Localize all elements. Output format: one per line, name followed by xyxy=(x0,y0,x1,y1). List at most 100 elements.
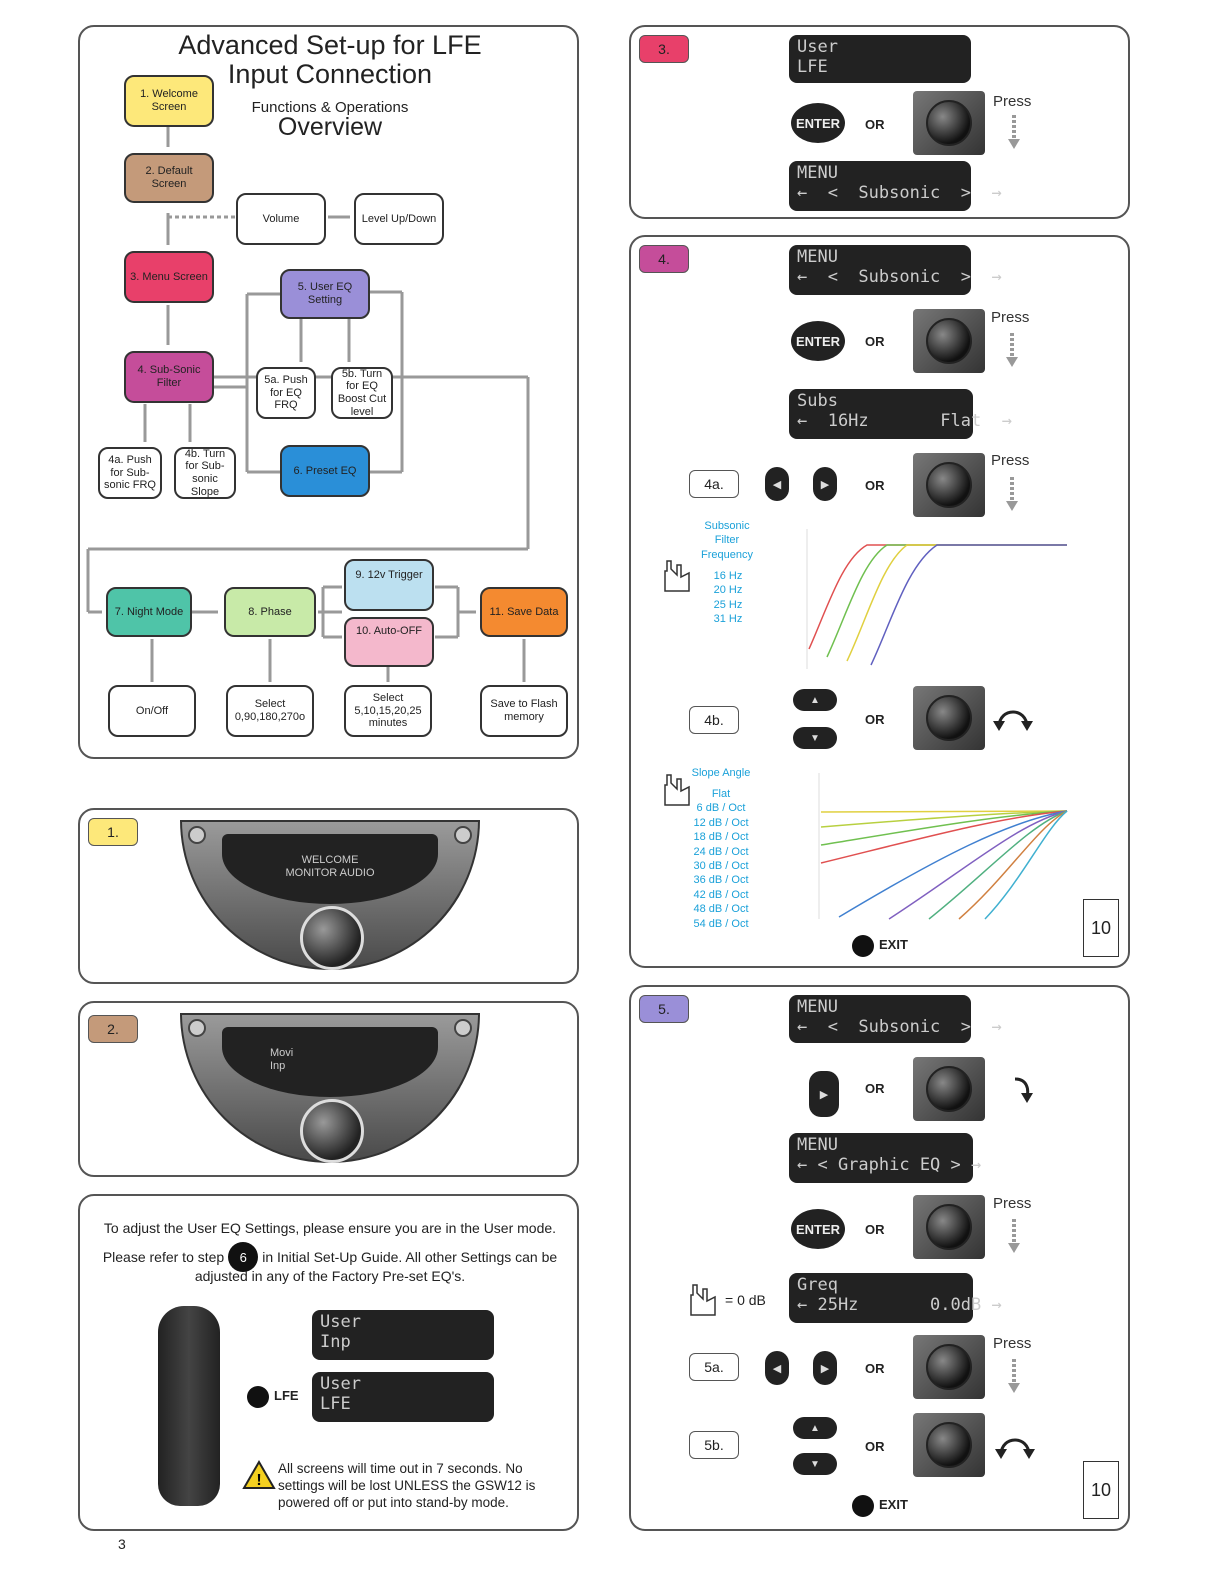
step4b-tag: 4b. xyxy=(689,706,739,734)
rotary-knob-icon[interactable] xyxy=(913,453,985,517)
step1-screen: WELCOME MONITOR AUDIO xyxy=(222,834,438,904)
rotary-knob-icon[interactable] xyxy=(913,686,985,750)
enter-button[interactable]: ENTER xyxy=(791,321,845,361)
exit-label: EXIT xyxy=(879,1497,908,1512)
left-arrow-button[interactable]: ◀ xyxy=(765,467,789,501)
info-line2: Please refer to step 6 in Initial Set-Up… xyxy=(80,1242,580,1272)
right-arrow-button[interactable]: ▶ xyxy=(813,467,837,501)
down-arrow-button[interactable]: ▼ xyxy=(793,1453,837,1475)
step5a-tag: 5a. xyxy=(689,1353,739,1381)
or-label: OR xyxy=(865,334,885,349)
rotary-knob-icon[interactable] xyxy=(913,1195,985,1259)
subsonic-filter-title: Subsonic Filter Frequency xyxy=(701,520,753,561)
step5-panel: 5. MENU ← < Subsonic > → ▶ OR MENU ← < G… xyxy=(629,985,1130,1531)
screw-icon xyxy=(188,1019,206,1037)
box-user-eq: 5. User EQ Setting xyxy=(280,269,370,319)
rotary-knob-icon[interactable] xyxy=(913,91,985,155)
rotary-knob-icon[interactable] xyxy=(913,1413,985,1477)
box-turn-eq-boost: 5b. Turn for EQ Boost Cut level xyxy=(331,367,393,419)
overview-panel: Advanced Set-up for LFE Input Connection… xyxy=(78,25,579,759)
enter-button[interactable]: ENTER xyxy=(791,103,845,143)
press-label: Press xyxy=(993,93,1032,110)
press-down-arrow-icon xyxy=(1006,477,1018,511)
step3-lcd-menu: MENU ← < Subsonic > → xyxy=(789,161,1002,211)
factory-icon xyxy=(690,1284,716,1316)
left-arrow-button[interactable]: ◀ xyxy=(765,1351,789,1385)
volume-knob[interactable] xyxy=(300,906,364,970)
step3-panel: 3. User LFE ENTER OR Press MENU ← < Subs… xyxy=(629,25,1130,219)
box-phase: 8. Phase xyxy=(224,587,316,637)
exit-button-icon[interactable] xyxy=(852,935,874,957)
exit-button-icon[interactable] xyxy=(852,1495,874,1517)
info-lcd-user-inp: User Inp xyxy=(312,1310,494,1360)
step4-panel: 4. MENU ← < Subsonic > → ENTER OR Press … xyxy=(629,235,1130,968)
step1-device: WELCOME MONITOR AUDIO xyxy=(180,820,480,970)
or-label: OR xyxy=(865,1439,885,1454)
up-arrow-button[interactable]: ▲ xyxy=(793,689,837,711)
factory-icon xyxy=(664,560,690,592)
info-panel: To adjust the User EQ Settings, please e… xyxy=(78,1194,579,1531)
slope-angle-title: Slope Angle xyxy=(691,767,751,779)
step1-panel: 1. WELCOME MONITOR AUDIO xyxy=(78,808,579,984)
box-select-minutes: Select 5,10,15,20,25 minutes xyxy=(344,685,432,737)
press-down-arrow-icon xyxy=(1008,1359,1020,1393)
box-turn-subsonic-slope: 4b. Turn for Sub-sonic Slope xyxy=(174,447,236,499)
box-level: Level Up/Down xyxy=(354,193,444,245)
or-label: OR xyxy=(865,712,885,727)
freq-legend: 16 Hz 20 Hz 25 Hz 31 Hz xyxy=(713,570,743,626)
warning-icon: ! xyxy=(242,1459,276,1489)
rotate-arrow-icon xyxy=(993,710,1033,731)
remote-control xyxy=(158,1306,220,1506)
press-label: Press xyxy=(991,309,1030,326)
step2-panel: 2. Movi Inp xyxy=(78,1001,579,1177)
right-arrow-button[interactable]: ▶ xyxy=(813,1351,837,1385)
info-line3: adjusted in any of the Factory Pre-set E… xyxy=(194,1268,466,1284)
step2-screen: Movi Inp xyxy=(222,1027,438,1097)
box-select-phase: Select 0,90,180,270o xyxy=(226,685,314,737)
screw-icon xyxy=(188,826,206,844)
box-menu-screen: 3. Menu Screen xyxy=(124,251,214,303)
rotary-knob-icon[interactable] xyxy=(913,1057,985,1121)
info-lcd-user-lfe: User LFE xyxy=(312,1372,494,1422)
step3-tag: 3. xyxy=(639,35,689,63)
page-number: 3 xyxy=(118,1536,126,1552)
press-down-arrow-icon xyxy=(1008,1219,1020,1253)
page-ref-icon: 10 xyxy=(1083,1461,1119,1519)
step4-lcd-menu: MENU ← < Subsonic > → xyxy=(789,245,1002,295)
press-label: Press xyxy=(991,452,1030,469)
step4a-tag: 4a. xyxy=(689,470,739,498)
enter-button[interactable]: ENTER xyxy=(791,1209,845,1249)
box-auto-off: 10. Auto-OFF xyxy=(344,617,434,667)
warning-text: All screens will time out in 7 seconds. … xyxy=(278,1461,536,1510)
press-label: Press xyxy=(993,1195,1032,1212)
slope-legend: Flat 6 dB / Oct 12 dB / Oct 18 dB / Oct … xyxy=(693,788,749,930)
overview-subtitle: Functions & Operations xyxy=(251,99,409,116)
up-arrow-button[interactable]: ▲ xyxy=(793,1417,837,1439)
box-volume: Volume xyxy=(236,193,326,245)
down-arrow-button[interactable]: ▼ xyxy=(793,727,837,749)
step2-tag: 2. xyxy=(88,1015,138,1043)
step1-tag: 1. xyxy=(88,818,138,846)
step2-device: Movi Inp xyxy=(180,1013,480,1163)
box-trigger: 9. 12v Trigger xyxy=(344,559,434,611)
rotate-arrow-icon xyxy=(995,1438,1035,1459)
subsonic-filter-graph xyxy=(806,529,1067,669)
overview-title: Advanced Set-up for LFE Input Connection xyxy=(178,30,482,89)
info-line1: To adjust the User EQ Settings, please e… xyxy=(103,1220,557,1236)
screw-icon xyxy=(454,1019,472,1037)
step-badge: 6 xyxy=(228,1242,259,1272)
right-arrow-button[interactable]: ▶ xyxy=(809,1071,839,1117)
box-push-subsonic-frq: 4a. Push for Sub-sonic FRQ xyxy=(98,447,162,499)
step3-lcd-user-lfe: User LFE xyxy=(789,35,971,83)
screw-icon xyxy=(454,826,472,844)
step5b-tag: 5b. xyxy=(689,1431,739,1459)
or-label: OR xyxy=(865,1222,885,1237)
rotary-knob-icon[interactable] xyxy=(913,309,985,373)
lfe-button-icon[interactable] xyxy=(247,1386,269,1408)
volume-knob[interactable] xyxy=(300,1099,364,1163)
rotary-knob-icon[interactable] xyxy=(913,1335,985,1399)
step5-lcd-graphic-eq: MENU ← < Graphic EQ > → xyxy=(789,1133,981,1183)
or-label: OR xyxy=(865,1081,885,1096)
svg-text:!: ! xyxy=(256,1472,261,1489)
or-label: OR xyxy=(865,1361,885,1376)
